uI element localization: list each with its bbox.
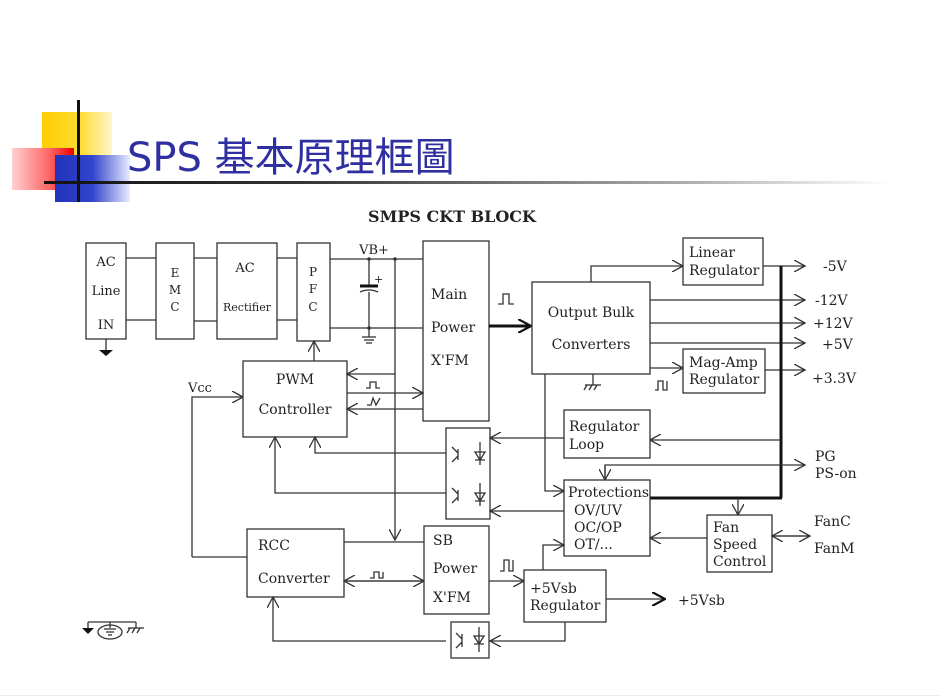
svg-text:OC/OP: OC/OP bbox=[574, 520, 622, 536]
svg-text:X'FM: X'FM bbox=[433, 590, 471, 606]
svg-text:Regulator: Regulator bbox=[569, 419, 640, 435]
output-ps-on: PS-on bbox=[815, 466, 857, 482]
svg-text:OT/...: OT/... bbox=[574, 537, 613, 553]
output-plus-5v: +5V bbox=[822, 337, 854, 353]
capacitor-icon: + bbox=[359, 259, 383, 344]
optocoupler-icon bbox=[445, 427, 491, 520]
svg-text:Converter: Converter bbox=[258, 571, 330, 587]
block-pfc: P F C bbox=[296, 242, 331, 342]
sense-waveform-icon bbox=[367, 396, 381, 407]
svg-text:AC: AC bbox=[95, 255, 115, 270]
block-ac-rectifier: AC Rectifier bbox=[216, 242, 278, 340]
svg-text:C: C bbox=[308, 300, 317, 314]
output-fanm: FanM bbox=[814, 541, 854, 557]
output-plus-3v3: +3.3V bbox=[812, 371, 857, 387]
svg-text:X'FM: X'FM bbox=[431, 353, 469, 369]
svg-text:E: E bbox=[171, 266, 180, 280]
earth-ground-icon bbox=[99, 339, 113, 356]
output-pg: PG bbox=[815, 449, 836, 465]
vb-plus-label: VB+ bbox=[358, 243, 389, 258]
pulse-waveform-icon bbox=[366, 381, 380, 389]
decor-vertical-line bbox=[77, 100, 80, 202]
svg-text:Speed: Speed bbox=[713, 537, 757, 553]
svg-text:+5Vsb: +5Vsb bbox=[530, 581, 577, 597]
svg-text:M: M bbox=[169, 283, 181, 297]
block-fan-speed-control: Fan Speed Control bbox=[706, 514, 773, 573]
block-emc: E M C bbox=[155, 242, 195, 340]
svg-text:PWM: PWM bbox=[276, 372, 314, 388]
svg-text:Protections: Protections bbox=[568, 485, 649, 501]
pulse-waveform-icon bbox=[655, 380, 668, 391]
svg-text:Controller: Controller bbox=[259, 402, 332, 418]
block-ac-line-in: AC Line IN bbox=[85, 242, 127, 340]
svg-text:Line: Line bbox=[92, 284, 121, 299]
svg-text:Converters: Converters bbox=[552, 337, 631, 353]
block-output-bulk-converters: Output Bulk Converters bbox=[531, 281, 651, 375]
block-main-power-xfm: Main Power X'FM bbox=[422, 240, 490, 422]
svg-text:Output Bulk: Output Bulk bbox=[548, 305, 635, 321]
svg-text:Linear: Linear bbox=[689, 245, 735, 261]
svg-text:Main: Main bbox=[431, 287, 467, 303]
block-regulator-loop: Regulator Loop bbox=[563, 409, 651, 459]
diagram-heading: SMPS CKT BLOCK bbox=[368, 207, 537, 226]
pulse-waveform-icon bbox=[498, 293, 514, 305]
svg-text:P: P bbox=[309, 265, 317, 279]
svg-text:IN: IN bbox=[98, 318, 115, 333]
block-rcc-converter: RCC Converter bbox=[246, 528, 345, 598]
svg-text:Power: Power bbox=[433, 561, 478, 577]
optocoupler-icon bbox=[450, 621, 490, 659]
output-plus-12v: +12V bbox=[813, 316, 854, 332]
svg-text:AC: AC bbox=[234, 261, 254, 276]
svg-text:Control: Control bbox=[713, 554, 767, 570]
block-sb-power-xfm: SB Power X'FM bbox=[423, 525, 490, 615]
output-minus-5v: -5V bbox=[823, 259, 848, 275]
pulse-waveform-icon bbox=[500, 559, 514, 572]
svg-text:C: C bbox=[170, 300, 179, 314]
svg-text:F: F bbox=[309, 282, 317, 296]
block-mag-amp-regulator: Mag-Amp Regulator bbox=[682, 348, 766, 394]
slide-title: SPS 基本原理框圖 bbox=[127, 135, 455, 181]
block-5vsb-regulator: +5Vsb Regulator bbox=[523, 569, 607, 623]
output-fanc: FanC bbox=[814, 514, 851, 530]
svg-text:Rectifier: Rectifier bbox=[223, 301, 272, 314]
output-plus-5vsb: +5Vsb bbox=[678, 593, 725, 609]
svg-text:Regulator: Regulator bbox=[689, 372, 760, 388]
svg-text:Mag-Amp: Mag-Amp bbox=[689, 355, 758, 371]
svg-text:+: + bbox=[374, 273, 383, 286]
chassis-ground-icon bbox=[583, 374, 601, 391]
svg-text:SB: SB bbox=[433, 533, 453, 549]
block-pwm-controller: PWM Controller bbox=[242, 360, 348, 438]
svg-text:RCC: RCC bbox=[258, 538, 290, 554]
svg-text:Regulator: Regulator bbox=[530, 598, 601, 614]
footer-divider bbox=[0, 695, 940, 696]
svg-text:Fan: Fan bbox=[713, 520, 739, 536]
svg-text:Power: Power bbox=[431, 320, 476, 336]
vcc-label: Vcc bbox=[187, 381, 212, 396]
ground-symbols-legend bbox=[82, 621, 144, 640]
svg-text:Regulator: Regulator bbox=[689, 263, 760, 279]
title-underline bbox=[44, 181, 889, 184]
pulse-waveform-icon bbox=[370, 571, 384, 579]
output-minus-12v: -12V bbox=[815, 293, 849, 309]
block-linear-regulator: Linear Regulator bbox=[682, 237, 764, 286]
decor-blue-square bbox=[55, 155, 130, 202]
svg-text:Loop: Loop bbox=[569, 437, 604, 453]
block-protections: Protections OV/UV OC/OP OT/... bbox=[563, 479, 651, 557]
svg-text:OV/UV: OV/UV bbox=[574, 503, 623, 519]
